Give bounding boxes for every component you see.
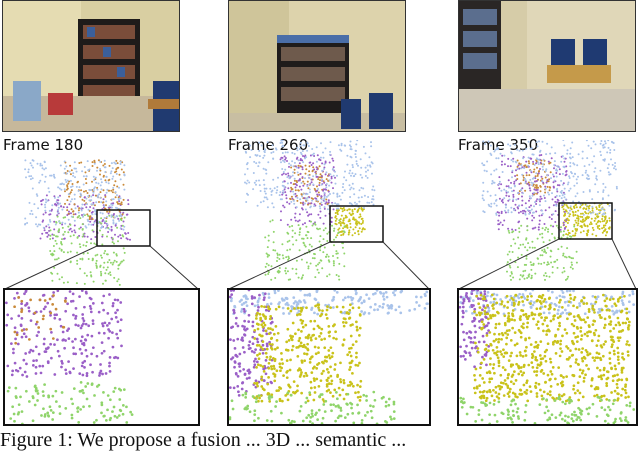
zoom-box <box>329 205 384 243</box>
frame-photo-180 <box>2 0 180 132</box>
zoom-inset-frame-180 <box>3 288 200 426</box>
zoom-inset-frame-350 <box>457 288 638 426</box>
frame-label-180: Frame 180 <box>3 136 84 154</box>
point-cluster <box>473 293 631 403</box>
point-cluster <box>13 294 67 345</box>
point-cluster <box>279 154 336 226</box>
point-cluster <box>481 140 618 216</box>
point-cluster <box>6 380 134 424</box>
zoom-inset-frame-260 <box>227 288 431 426</box>
frame-label-260: Frame 260 <box>228 136 309 154</box>
point-cluster <box>334 207 366 237</box>
point-cluster <box>253 303 363 403</box>
point-cluster <box>229 390 396 424</box>
frame-photo-350 <box>458 0 636 132</box>
zoom-box <box>558 202 613 240</box>
point-cluster <box>229 290 429 316</box>
point-cluster <box>459 290 635 316</box>
point-cluster <box>561 202 611 237</box>
point-cloud-frame-180 <box>24 159 151 286</box>
point-cluster <box>506 224 578 281</box>
point-cluster <box>49 214 126 286</box>
zoom-box <box>96 209 151 247</box>
point-cluster <box>24 159 126 231</box>
point-cloud-frame-350 <box>481 140 618 281</box>
point-cluster <box>244 140 376 211</box>
point-cluster <box>5 290 123 378</box>
point-cluster <box>264 219 346 281</box>
point-cluster <box>459 395 636 424</box>
frame-photo-260 <box>228 0 406 132</box>
point-cloud-frame-260 <box>244 140 384 281</box>
figure-caption: Figure 1: We propose a fusion ... 3D ...… <box>0 429 407 451</box>
